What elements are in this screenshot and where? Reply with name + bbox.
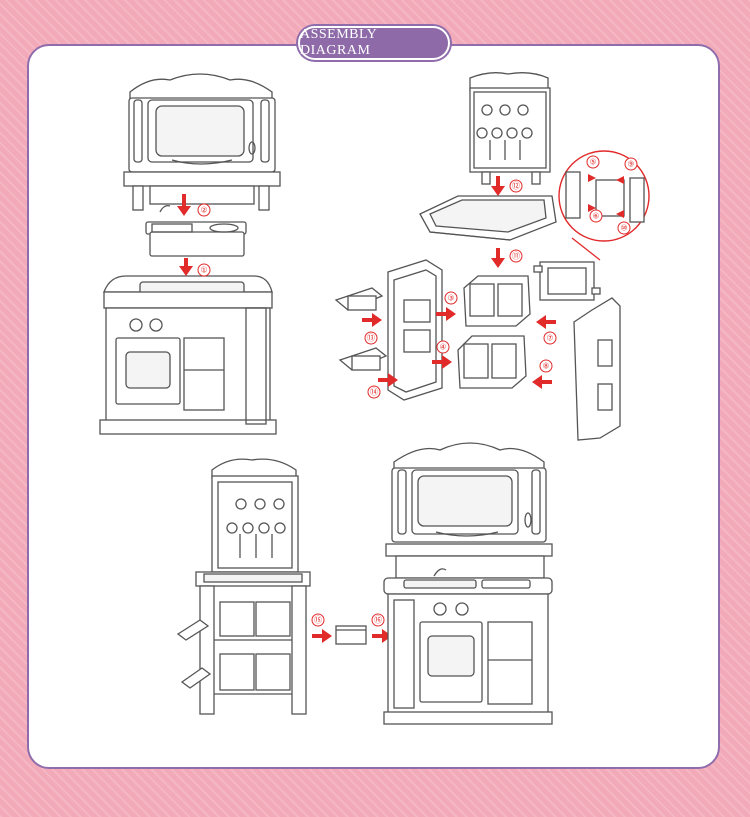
step-label-16: ⑯ [374, 616, 382, 625]
finished-kitchen [383, 442, 553, 725]
sink-part [145, 204, 247, 257]
step-label-11: ⑪ [512, 252, 520, 261]
step-label-15: ⑮ [314, 616, 322, 625]
side-frame-part [387, 259, 443, 401]
step-label-5: ⑤ [589, 158, 596, 167]
step-arrow-4: ④ [432, 340, 452, 369]
step-arrow-8: ⑧ [532, 359, 553, 389]
step-label-10: ⑩ [620, 224, 627, 233]
title-badge: ASSEMBLY DIAGRAM [298, 26, 450, 60]
zoom-detail: ⑤ ⑨ ⑥ ⑩ [558, 150, 650, 261]
page-title: ASSEMBLY DIAGRAM [300, 27, 377, 58]
hook-part-14 [338, 347, 388, 371]
step-label-3: ③ [447, 294, 454, 303]
right-side-panel-part [573, 297, 621, 441]
step-label-7: ⑦ [546, 334, 553, 343]
shelf-bracket-part [533, 261, 601, 301]
tray-upper-part [463, 275, 531, 327]
hutch-top-part [123, 73, 281, 211]
countertop-part [419, 195, 557, 241]
step-label-2: ② [200, 206, 207, 215]
step-label-9: ⑨ [627, 160, 634, 169]
step-arrow-14: ⑭ [367, 373, 398, 399]
step-label-13: ⑬ [367, 334, 375, 343]
step-label-14: ⑭ [370, 388, 378, 397]
step-label-1: ① [200, 266, 207, 275]
step-label-6: ⑥ [592, 212, 599, 221]
step-arrow-11: ⑪ [491, 248, 523, 268]
step-arrow-13: ⑬ [362, 313, 382, 345]
stove-cabinet-part [99, 275, 277, 435]
step-arrow-15: ⑮ [311, 613, 332, 643]
step-arrow-7: ⑦ [536, 315, 557, 345]
hook-part-13 [334, 287, 384, 311]
connector-part [335, 625, 367, 645]
step-arrow-16: ⑯ [371, 613, 392, 643]
step-arrow-2: ② [177, 194, 211, 217]
step-arrow-3: ③ [436, 291, 458, 321]
assembled-back-unit [176, 458, 311, 715]
step-arrow-12: ⑫ [491, 176, 523, 196]
tray-lower-part [457, 335, 527, 389]
step-label-12: ⑫ [512, 182, 520, 191]
tool-wall-part [469, 72, 551, 185]
step-label-4: ④ [439, 343, 446, 352]
step-label-8: ⑧ [542, 362, 549, 371]
step-arrow-1: ① [179, 258, 211, 277]
